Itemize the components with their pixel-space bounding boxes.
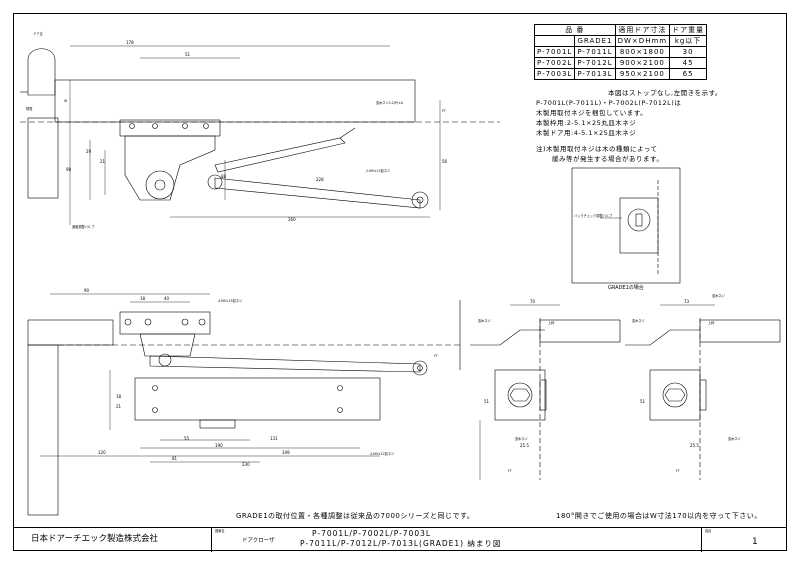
sheet-cell: 頁目 1 [701, 528, 787, 552]
door-section [27, 344, 59, 516]
name-label: 図番名 [215, 529, 225, 533]
thread-label-5: 皿木ネジ [728, 437, 741, 441]
dim-18: 18 [140, 296, 146, 301]
screw-top-label: 4-M5×15皿ネジ [218, 299, 243, 303]
note-stop: 本図はストップなし,左開きを示す。 [608, 89, 722, 97]
table-row: P-7003L P-7013L 950×2100 65 [533, 68, 708, 80]
ft-label-r2: FT [676, 469, 680, 473]
dim-230: 230 [242, 462, 250, 467]
title-line1: P-7001L/P-7002L/P-7003L [312, 529, 432, 538]
dim-25-5: 25.5 [520, 443, 529, 448]
closer-end-view-1 [494, 369, 546, 421]
dim-56: 56 [442, 159, 448, 164]
dim-178: 178 [126, 40, 134, 45]
dim-21b: 21 [116, 404, 122, 409]
upper-frame-label-1: 上枠 [548, 321, 555, 325]
dim-73: 73 [684, 299, 690, 304]
dim-70: 70 [530, 299, 536, 304]
door-stop-label: ドア当 [33, 32, 43, 36]
dim-260: 260 [288, 217, 296, 222]
dim-21: 21 [100, 159, 106, 164]
note-line4: 木製ドア用:4-5.1×25皿木ネジ [536, 129, 637, 137]
sheet-label: 頁目 [705, 529, 712, 533]
title-block: 日本ドアーチエック製造株式会社 図番名 ドアクローザ P-7001L/P-700… [13, 527, 787, 552]
screw-wood-label: 皿木ネジ2.2(P)×Ⅹ [376, 101, 404, 105]
dim-51r: 51 [484, 399, 490, 404]
screw-bottom-label: 4-M5×12皿ネジ [370, 452, 395, 456]
dim-18b: 18 [116, 394, 122, 399]
dim-88: 88 [221, 174, 227, 179]
ft-label-mid: FT [434, 354, 438, 358]
valve-label: 速度調整バルブ [72, 225, 95, 229]
thread-label-3: 皿木ネジ [712, 294, 725, 298]
w-label: W [64, 99, 68, 103]
title-cell: 図番名 ドアクローザ P-7001L/P-7002L/P-7003L P-701… [211, 528, 701, 552]
dim-40: 40 [164, 296, 170, 301]
spec-table: 品 番 適用ドア寸法 ドア重量 GRADE1 DW×DHmm kg以下 P-70… [533, 24, 708, 80]
thread-label-2: 皿木ネジ [515, 437, 528, 441]
dim-29: 29 [86, 149, 92, 154]
grade1-detail-box [571, 167, 681, 284]
header-frame [54, 79, 416, 123]
note-line1: P-7001L(P-7011L)・P-7002L(P-7012L)は [536, 99, 682, 107]
dim-25-5b: 25.5 [690, 443, 699, 448]
note-caution2: 緩み等が発生する場合があります。 [552, 155, 664, 163]
product-label: ドアクローザ [242, 538, 275, 544]
closer-body-plan [134, 377, 381, 421]
table-row: P-7002L P-7012L 900×2100 45 [533, 57, 708, 69]
backcheck-label: バックチェック調整バルブ [574, 214, 613, 218]
closer-body [124, 135, 216, 201]
ft-label-top: FT [442, 109, 446, 113]
screw-arm-label: 2-M5×15皿ネジ [366, 169, 391, 173]
dim-120: 120 [98, 450, 106, 455]
dim-55: 55 [184, 436, 190, 441]
door-leaf [27, 117, 59, 199]
dim-51: 51 [185, 52, 191, 57]
grade-note: GRADE1の取付位置・各種調整は従来品の7000シリーズと同じです。 [236, 512, 475, 520]
forearm [214, 137, 346, 173]
upper-frame-label-2: 上枠 [708, 321, 715, 325]
company-name: 日本ドアーチエック製造株式会社 [31, 534, 158, 544]
angle-note: 180°開きでご使用の場合はW寸法170以内を守って下さい。 [556, 512, 762, 520]
gap-label: 隙間 [26, 107, 33, 111]
ft-label-r1: FT [508, 469, 512, 473]
dim-228: 228 [316, 177, 324, 182]
sheet-number: 1 [752, 537, 758, 547]
arm-plan [149, 355, 421, 373]
dim-131: 131 [270, 436, 278, 441]
dim-190: 190 [215, 443, 223, 448]
dim-81: 81 [172, 456, 178, 461]
drawing-border [13, 13, 787, 551]
dim-90: 90 [84, 288, 90, 293]
note-caution1: 注)木製用取付ネジは木の種類によって [536, 145, 658, 153]
cell-weight: 65 [669, 68, 708, 80]
dim-98: 98 [66, 167, 72, 172]
grade1-case-label: GRADE1の場合 [608, 285, 644, 291]
dim-349: 349 [282, 450, 290, 455]
title-line2: P-7011L/P-7012L/P-7013L(GRADE1) 納まり図 [300, 539, 502, 548]
thread-label-4: 皿木ネジ [632, 319, 645, 323]
cell-size: 950×2100 [614, 68, 671, 80]
dim-51r2: 51 [640, 399, 646, 404]
note-line2: 木製用取付ネジを梱包しています。 [536, 109, 648, 117]
note-line3: 本製枠用:2-5.1×25丸皿木ネジ [536, 119, 637, 127]
thread-label-1: 皿木ネジ [478, 319, 491, 323]
